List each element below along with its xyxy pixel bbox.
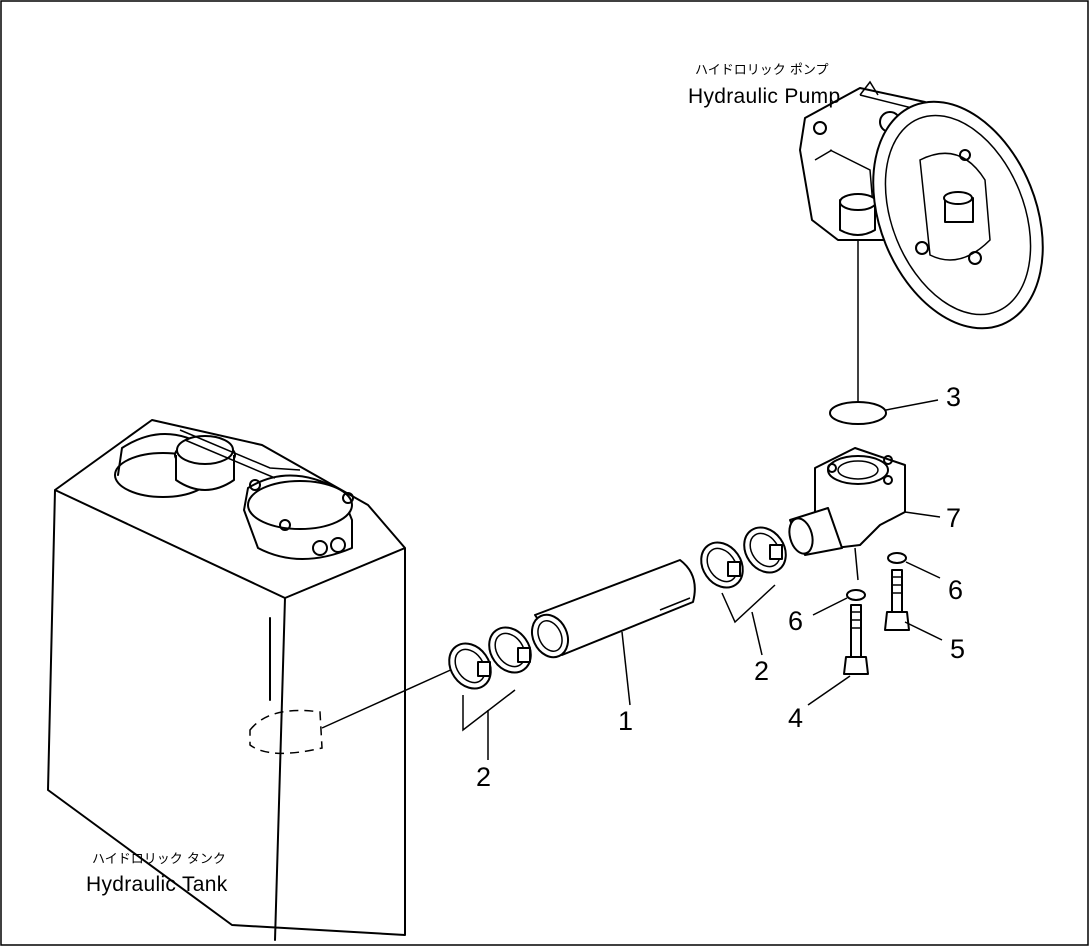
clamp-left-1 xyxy=(448,642,492,690)
hydraulic-tank xyxy=(47,419,406,941)
washer-left xyxy=(846,589,866,601)
hose xyxy=(531,559,696,659)
tank-label-jp: ハイドロリック タンク xyxy=(92,852,226,867)
callout-2-right: 2 xyxy=(754,656,770,686)
bolt-4 xyxy=(843,604,869,675)
clamp-left-2 xyxy=(488,626,532,674)
callout-3: 3 xyxy=(946,382,962,412)
callout-4: 4 xyxy=(788,703,804,733)
callout-7: 7 xyxy=(946,503,962,533)
elbow-flange xyxy=(788,447,906,581)
bolt-5 xyxy=(884,569,910,631)
pump-label-jp: ハイドロリック ポンプ xyxy=(695,63,829,78)
clamp-right-2 xyxy=(743,526,787,574)
o-ring xyxy=(829,401,887,425)
callout-6-left: 6 xyxy=(788,606,804,636)
callout-1: 1 xyxy=(618,706,634,736)
hydraulic-pump xyxy=(799,80,1044,330)
tank-label-en: Hydraulic Tank xyxy=(86,873,228,896)
callout-6-right: 6 xyxy=(948,575,964,605)
pump-label-en: Hydraulic Pump xyxy=(688,85,841,108)
callout-5: 5 xyxy=(950,634,966,664)
washer-right xyxy=(887,552,907,564)
callout-2-left: 2 xyxy=(476,762,492,792)
clamp-right-1 xyxy=(700,541,744,589)
